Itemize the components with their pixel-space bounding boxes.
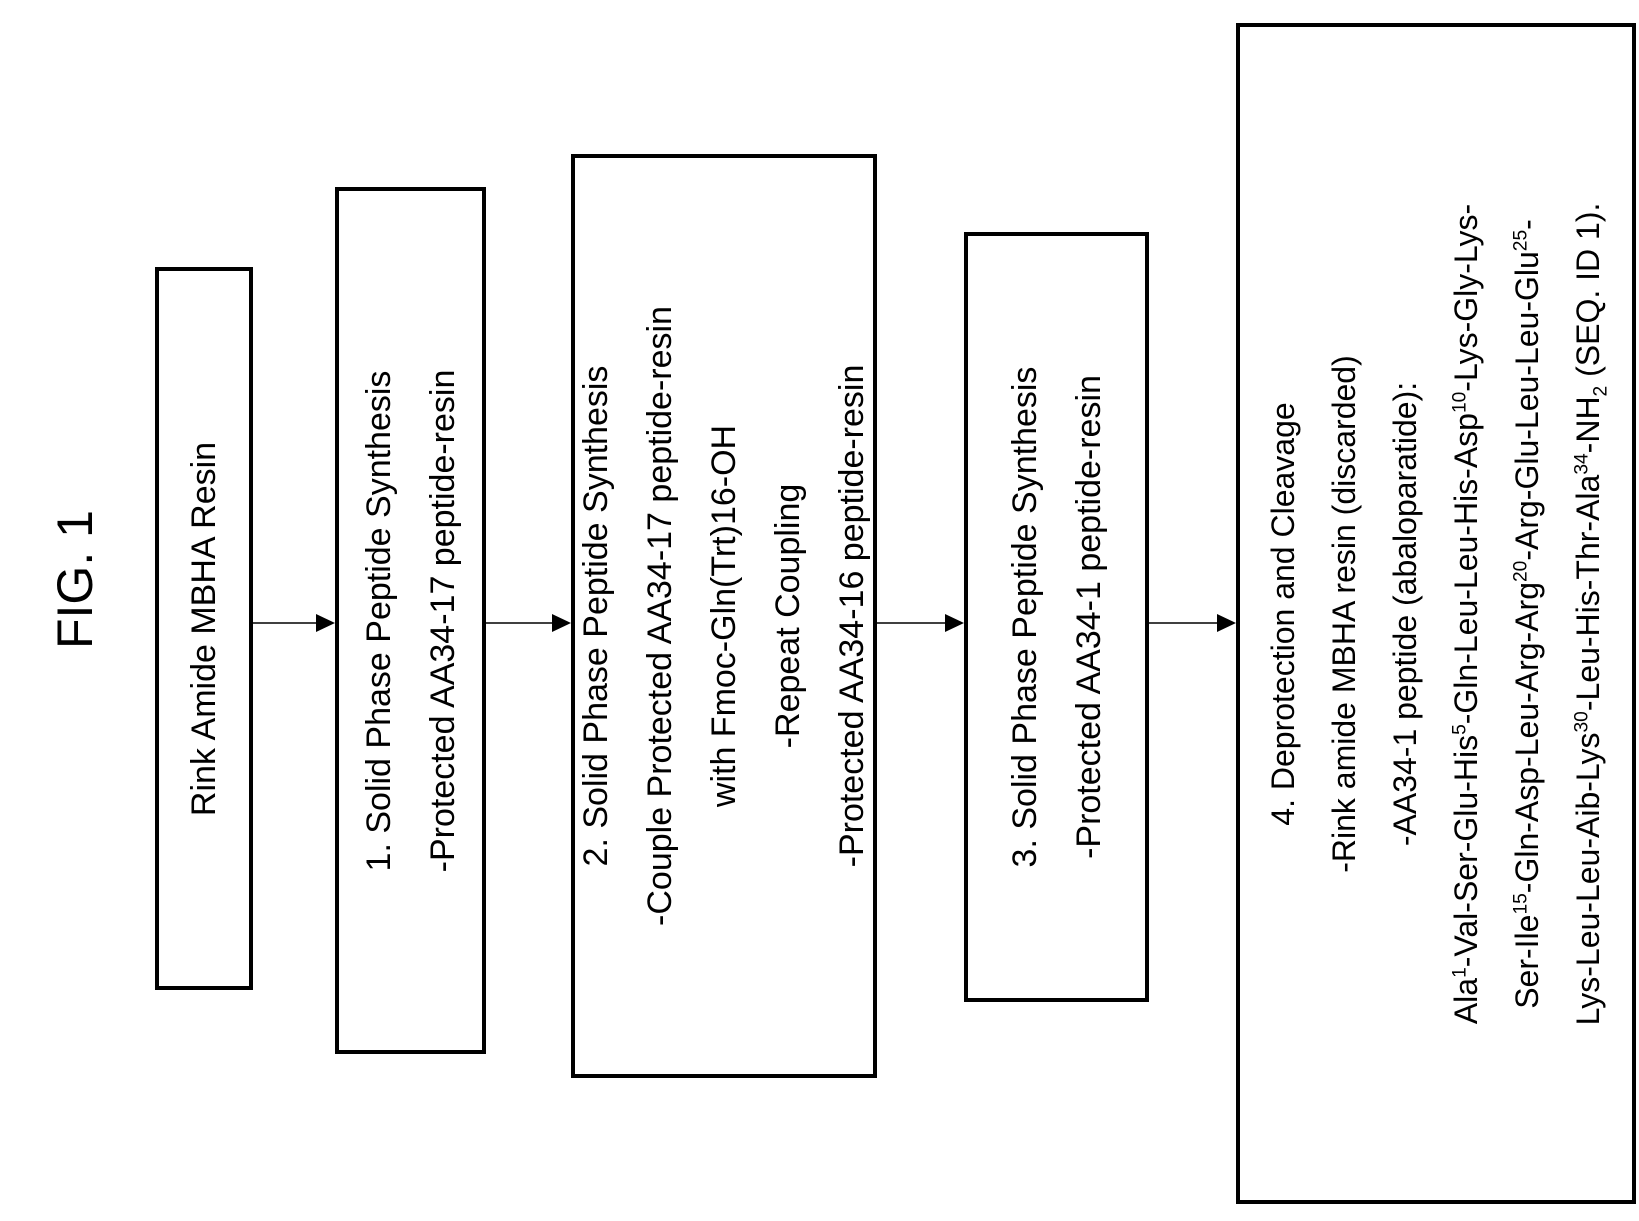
arrow-2 <box>486 614 571 632</box>
arrow-3 <box>877 614 964 632</box>
arrow-1 <box>253 614 335 632</box>
arrow-4 <box>1149 614 1236 632</box>
